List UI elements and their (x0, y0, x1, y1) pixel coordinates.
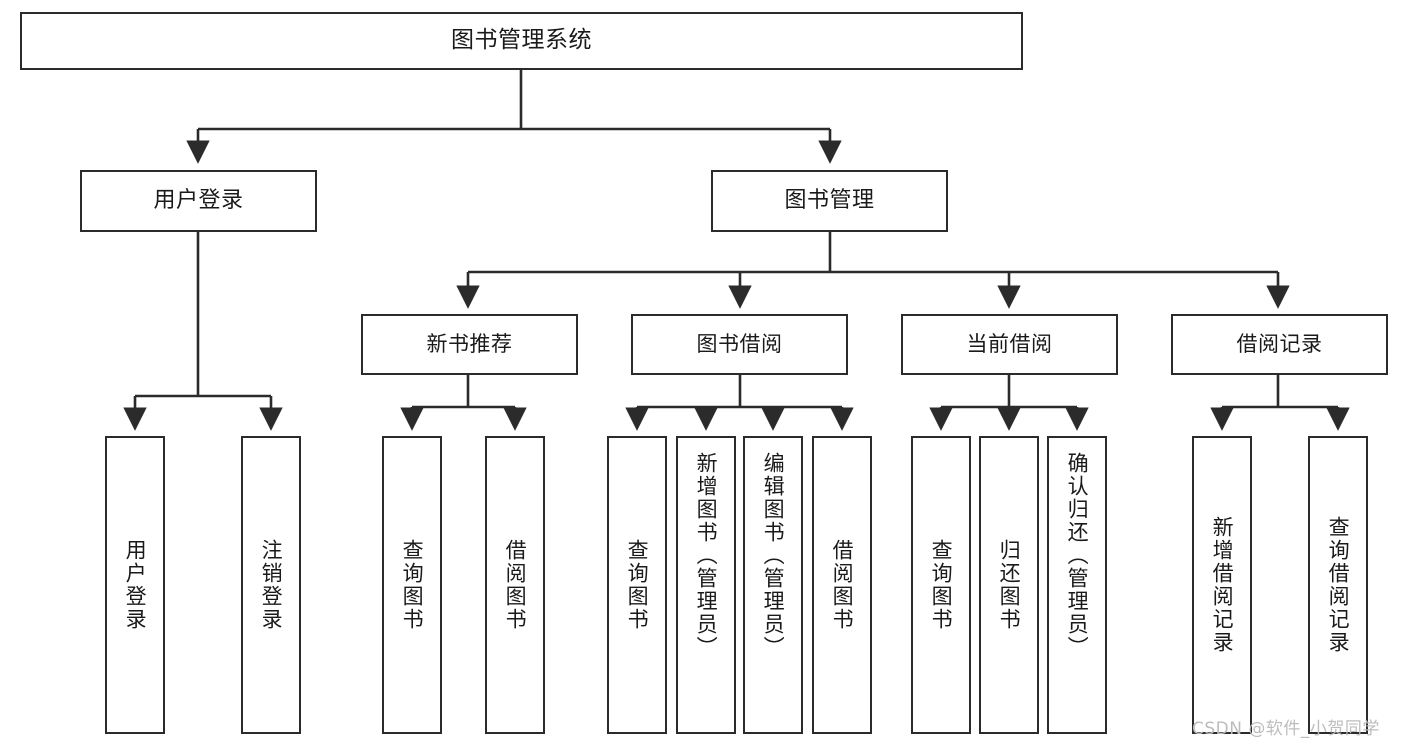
node-current-borrow[interactable]: 当前借阅 (901, 314, 1118, 375)
leaf-current-borrow-confirm-return[interactable]: 确认归还（管理员） (1047, 436, 1107, 734)
node-label: 用户登录 (123, 539, 148, 631)
node-borrow-record[interactable]: 借阅记录 (1171, 314, 1388, 375)
node-label: 查询图书 (625, 539, 650, 631)
leaf-book-borrow-lend[interactable]: 借阅图书 (812, 436, 872, 734)
node-label: 借阅图书 (503, 539, 528, 631)
leaf-user-login-signout[interactable]: 注销登录 (241, 436, 301, 734)
node-root-system[interactable]: 图书管理系统 (20, 12, 1023, 70)
leaf-user-login-signin[interactable]: 用户登录 (105, 436, 165, 734)
leaf-current-borrow-query[interactable]: 查询图书 (911, 436, 971, 734)
leaf-book-borrow-query[interactable]: 查询图书 (607, 436, 667, 734)
node-label: 当前借阅 (966, 331, 1053, 356)
node-label: 借阅图书 (830, 539, 855, 631)
leaf-current-borrow-return[interactable]: 归还图书 (979, 436, 1039, 734)
node-label: 用户登录 (153, 187, 244, 213)
node-label: 图书借阅 (696, 331, 783, 356)
node-label: 图书管理 (784, 187, 875, 213)
leaf-book-borrow-add[interactable]: 新增图书（管理员） (676, 436, 736, 734)
node-label: 查询借阅记录 (1326, 516, 1351, 654)
node-label: 借阅记录 (1236, 331, 1323, 356)
node-new-book-recommend[interactable]: 新书推荐 (361, 314, 578, 375)
node-label: 查询图书 (400, 539, 425, 631)
node-label: 归还图书 (997, 539, 1022, 631)
node-label: 编辑图书（管理员） (761, 452, 786, 659)
node-label: 确认归还（管理员） (1065, 452, 1090, 659)
node-label: 图书管理系统 (451, 27, 592, 54)
node-book-borrow[interactable]: 图书借阅 (631, 314, 848, 375)
node-label: 注销登录 (259, 539, 284, 631)
leaf-borrow-record-add[interactable]: 新增借阅记录 (1192, 436, 1252, 734)
leaf-borrow-record-query[interactable]: 查询借阅记录 (1308, 436, 1368, 734)
leaf-book-borrow-edit[interactable]: 编辑图书（管理员） (743, 436, 803, 734)
node-label: 新增借阅记录 (1210, 516, 1235, 654)
csdn-watermark: CSDN @软件_小贺同学 (1192, 719, 1380, 739)
node-label: 查询图书 (929, 539, 954, 631)
node-book-management[interactable]: 图书管理 (711, 170, 948, 232)
leaf-new-book-borrow[interactable]: 借阅图书 (485, 436, 545, 734)
leaf-new-book-query[interactable]: 查询图书 (382, 436, 442, 734)
node-label: 新增图书（管理员） (694, 452, 719, 659)
node-user-login[interactable]: 用户登录 (80, 170, 317, 232)
node-label: 新书推荐 (426, 331, 513, 356)
